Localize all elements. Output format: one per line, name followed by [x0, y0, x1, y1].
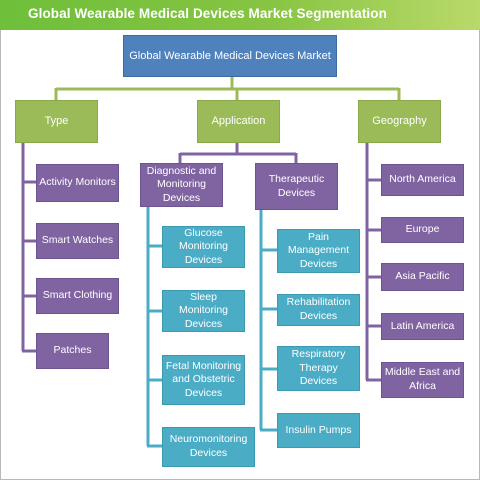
- category-type: Type: [15, 100, 98, 143]
- category-application: Application: [197, 100, 280, 143]
- diagram-title: Global Wearable Medical Devices Market S…: [28, 6, 387, 21]
- ther-insulin-pumps: Insulin Pumps: [277, 413, 360, 448]
- title-bar: Global Wearable Medical Devices Market S…: [0, 0, 480, 30]
- diag-sleep-monitoring: Sleep Monitoring Devices: [162, 290, 245, 332]
- type-activity-monitors: Activity Monitors: [36, 164, 119, 202]
- app-therapeutic: Therapeutic Devices: [255, 163, 338, 210]
- geo-europe: Europe: [381, 217, 464, 243]
- ther-pain-management: Pain Management Devices: [277, 229, 360, 273]
- geo-latin-america: Latin America: [381, 313, 464, 340]
- geo-north-america: North America: [381, 164, 464, 196]
- geo-asia-pacific: Asia Pacific: [381, 263, 464, 291]
- diag-neuromonitoring: Neuromonitoring Devices: [162, 427, 255, 467]
- geo-middle-east-africa: Middle East and Africa: [381, 362, 464, 398]
- diag-glucose-monitoring: Glucose Monitoring Devices: [162, 226, 245, 268]
- type-smart-clothing: Smart Clothing: [36, 278, 119, 314]
- app-diagnostic-monitoring: Diagnostic and Monitoring Devices: [140, 163, 223, 207]
- type-smart-watches: Smart Watches: [36, 223, 119, 259]
- root-node: Global Wearable Medical Devices Market: [123, 35, 337, 77]
- ther-rehabilitation: Rehabilitation Devices: [277, 294, 360, 326]
- ther-respiratory-therapy: Respiratory Therapy Devices: [277, 346, 360, 391]
- category-geography: Geography: [358, 100, 441, 143]
- diag-fetal-monitoring: Fetal Monitoring and Obstetric Devices: [162, 355, 245, 405]
- type-patches: Patches: [36, 333, 109, 369]
